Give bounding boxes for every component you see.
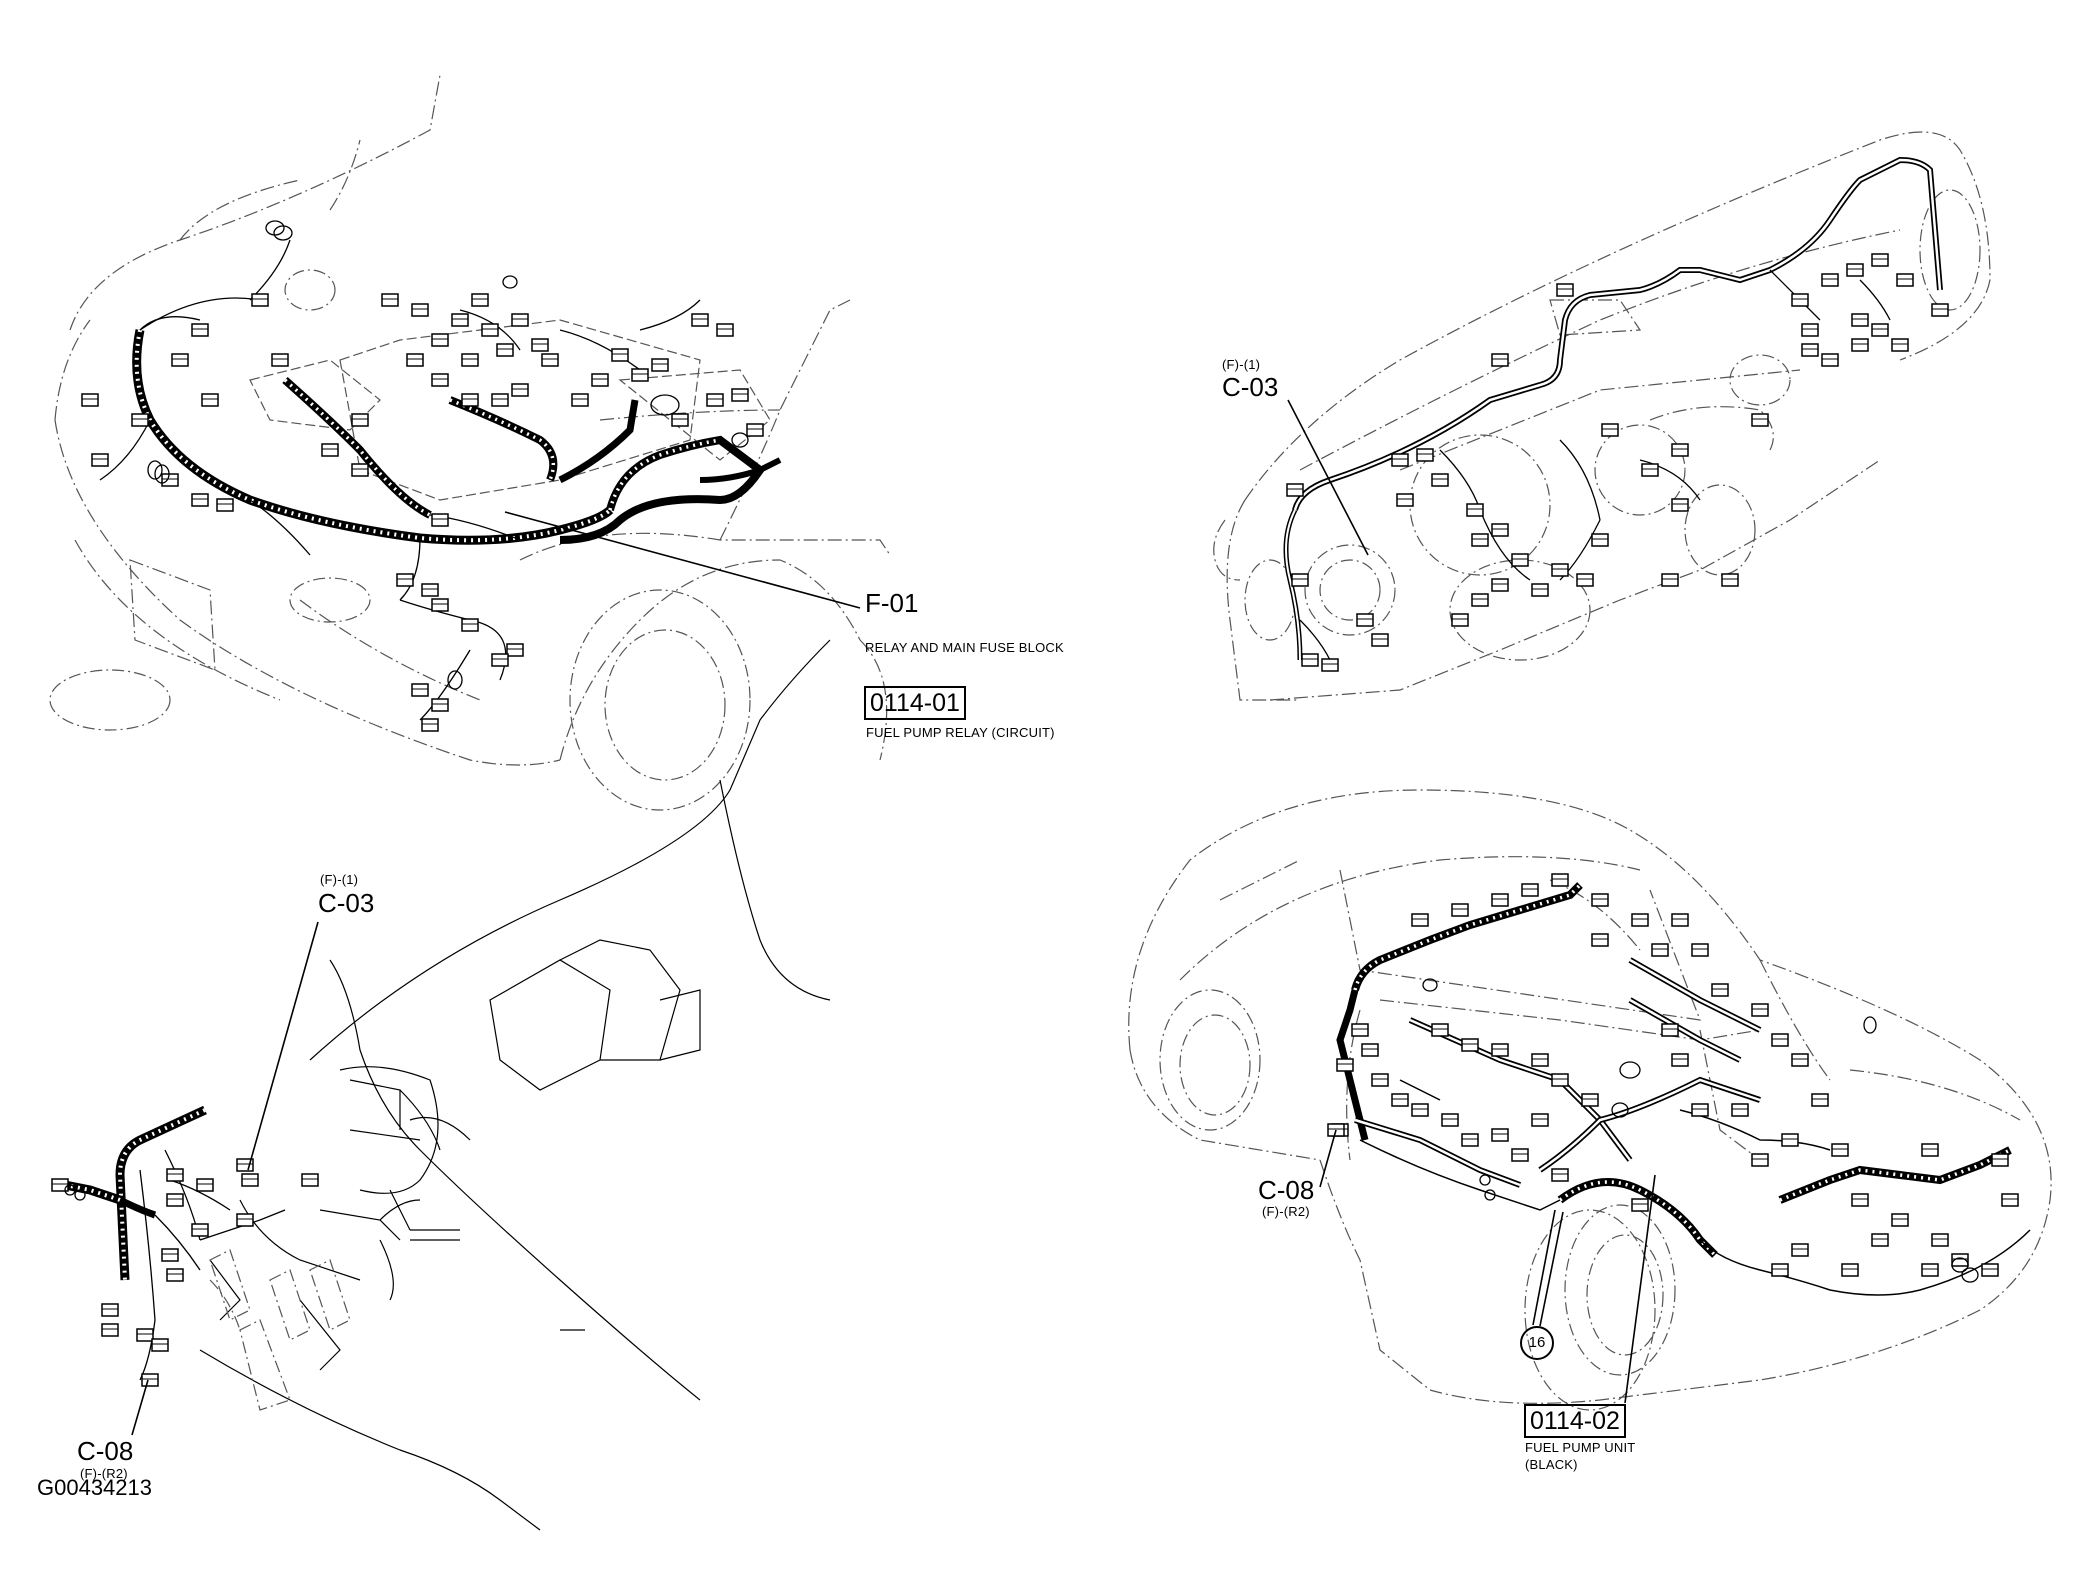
dashboard-view (1213, 131, 1991, 701)
rear-c08-code: C-08 (1258, 1175, 1315, 1205)
f01-leader (504, 511, 861, 609)
cabin-c03-leader (247, 921, 319, 1171)
ground-point-badge: 16 (1520, 1326, 1554, 1360)
f01-code: F-01 (865, 588, 919, 618)
dashboard-harness (1283, 156, 1943, 661)
cabin-c08-leader (131, 1379, 149, 1436)
ground-leader-a (1532, 1209, 1556, 1326)
dashboard-connectors (1286, 253, 1949, 672)
cabin-harness (64, 1105, 286, 1381)
cabin-c03-code: C-03 (318, 888, 375, 918)
cabin-c03-subcode: (F)-(1) (320, 872, 359, 887)
cabin-c08-code: C-08 (77, 1436, 134, 1466)
rear-wheels (1159, 989, 1676, 1411)
dash-c03-code: C-03 (1222, 372, 1279, 402)
pump-unit-leader (1624, 1174, 1656, 1404)
fuel-pump-description: FUEL PUMP UNIT (1525, 1440, 1636, 1455)
rear-connectors (1327, 873, 2019, 1283)
engine-bay-view (49, 74, 891, 811)
cabin-connectors (51, 1158, 319, 1387)
dash-c03-leader (1287, 399, 1369, 556)
dash-c03-subcode: (F)-(1) (1222, 357, 1261, 372)
rear-c08-subcode: (F)-(R2) (1262, 1204, 1310, 1219)
figure-id: G00434213 (37, 1475, 152, 1500)
cabin-c08-subcode: (F)-(R2) (80, 1466, 128, 1481)
fuel-pump-color: (BLACK) (1525, 1457, 1578, 1472)
ground-leader-b (1539, 1211, 1564, 1327)
f01-description: RELAY AND MAIN FUSE BLOCK (865, 640, 1064, 655)
engine-harness (132, 329, 782, 545)
rear-c08-leader (1319, 1129, 1337, 1188)
cabin-view (199, 639, 831, 1531)
relay-circuit-ref-box: 0114-01 (864, 686, 966, 720)
rear-harness (1336, 882, 2031, 1296)
engine-connectors (81, 220, 764, 732)
relay-circuit-description: FUEL PUMP RELAY (CIRCUIT) (866, 725, 1055, 740)
fuel-pump-ref-box: 0114-02 (1524, 1404, 1626, 1438)
